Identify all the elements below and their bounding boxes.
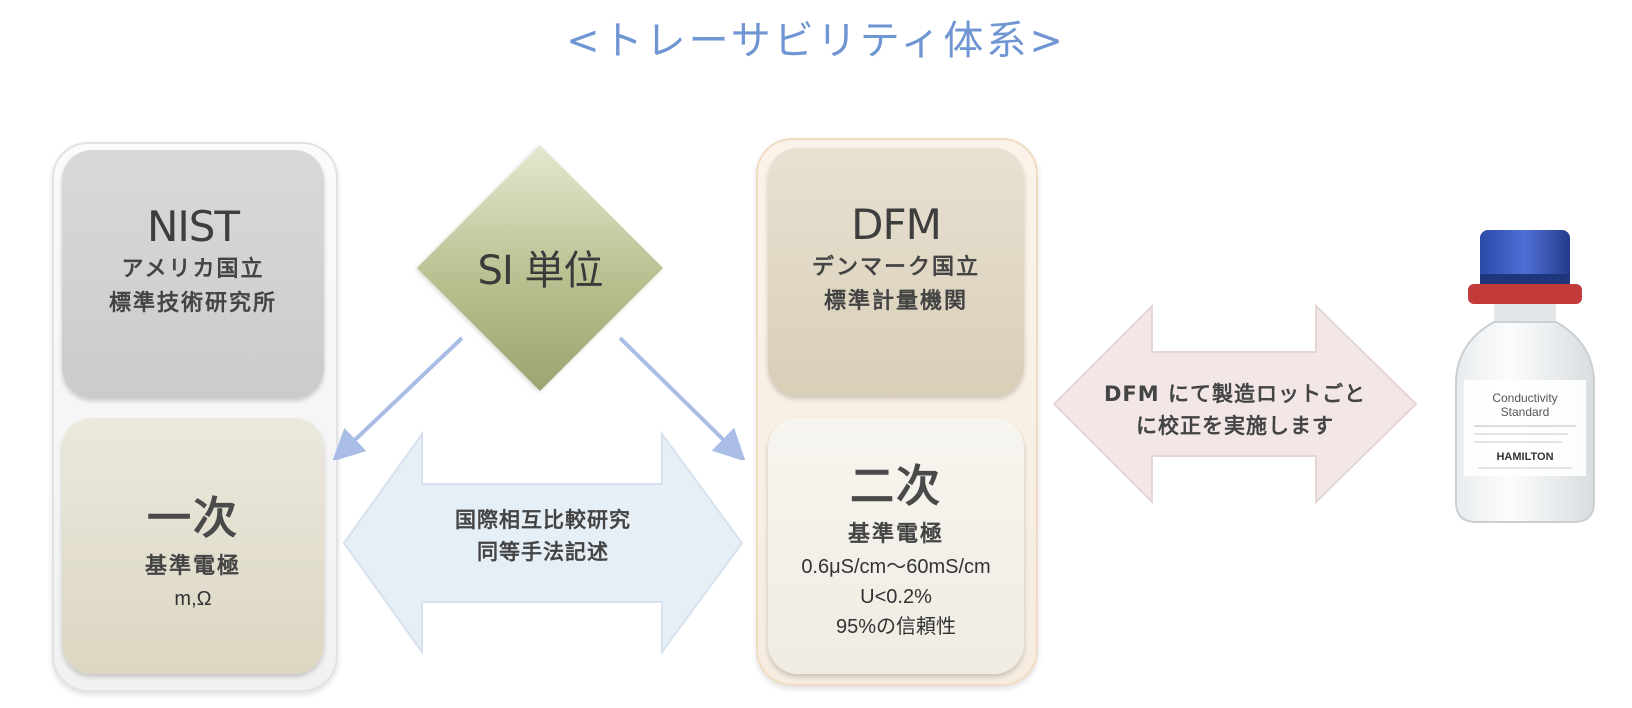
dfm-column: DFM デンマーク国立 標準計量機関 二次 基準電極 0.6μS/cm～60mS…	[756, 138, 1038, 686]
comparison-double-arrow	[342, 430, 744, 656]
si-unit-diamond: SI 単位	[416, 144, 664, 392]
primary-standard-box: 一次 基準電極 m,Ω	[62, 418, 324, 674]
arrow-to-primary	[332, 336, 464, 460]
bottle-label-line1: Conductivity	[1492, 391, 1557, 405]
comparison-line1: 国際相互比較研究	[455, 508, 631, 532]
si-unit-label: SI 単位	[477, 248, 604, 294]
primary-line2: m,Ω	[174, 588, 212, 610]
secondary-line4: 95%の信頼性	[835, 616, 957, 638]
secondary-line1: 基準電極	[847, 522, 944, 547]
bottle-brand: HAMILTON	[1496, 451, 1553, 463]
primary-heading: 一次	[147, 493, 239, 544]
calibration-label: DFM にて製造ロットごと に校正を実施します	[1080, 378, 1390, 442]
connector-arrows	[332, 336, 746, 460]
calibration-line2: に校正を実施します	[1136, 414, 1334, 438]
primary-line1: 基準電極	[144, 554, 241, 579]
comparison-label: 国際相互比較研究 同等手法記述	[420, 504, 666, 568]
calibration-double-arrow	[1052, 303, 1418, 505]
page-title: <トレーサビリティ体系>	[566, 18, 1066, 64]
arrow-to-secondary	[618, 336, 746, 460]
comparison-line2: 同等手法記述	[477, 540, 609, 564]
secondary-standard-box: 二次 基準電極 0.6μS/cm～60mS/cm U<0.2% 95%の信頼性	[768, 418, 1024, 674]
dfm-desc-line1: デンマーク国立	[811, 255, 980, 280]
nist-column: NIST アメリカ国立 標準技術研究所 一次 基準電極 m,Ω	[52, 142, 338, 692]
nist-desc-line2: 標準技術研究所	[108, 291, 277, 316]
dfm-desc-line2: 標準計量機関	[823, 289, 968, 314]
conductivity-standard-bottle: Conductivity Standard HAMILTON	[1455, 230, 1595, 523]
bottle-label-line2: Standard	[1501, 405, 1550, 419]
dfm-box: DFM デンマーク国立 標準計量機関	[768, 148, 1024, 396]
nist-desc-line1: アメリカ国立	[121, 257, 265, 282]
nist-name: NIST	[146, 202, 240, 251]
calibration-line1: DFM にて製造ロットごと	[1104, 382, 1366, 406]
secondary-heading: 二次	[850, 461, 942, 512]
secondary-line2: 0.6μS/cm～60mS/cm	[801, 556, 991, 578]
nist-box: NIST アメリカ国立 標準技術研究所	[62, 150, 324, 398]
secondary-line3: U<0.2%	[860, 586, 932, 608]
dfm-name: DFM	[851, 200, 942, 249]
